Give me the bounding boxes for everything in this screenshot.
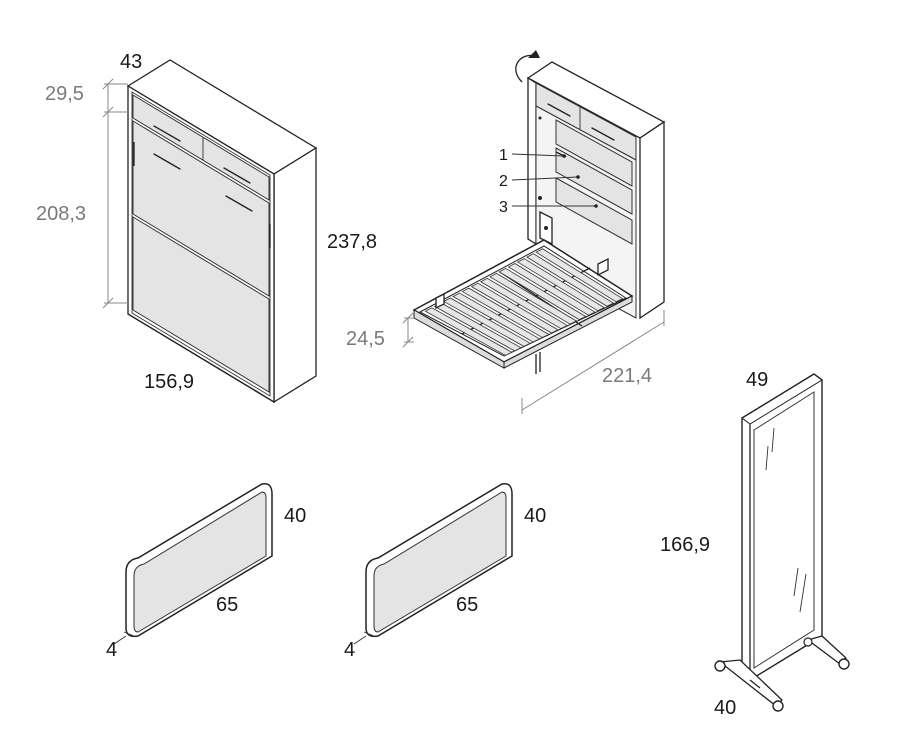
shelf-left-thickness-label: 4 [106, 639, 117, 661]
bed-slat [470, 282, 559, 334]
caster-wheel-icon [772, 700, 784, 712]
bed-slat [443, 297, 532, 347]
open-bed-leg-height-label: 24,5 [346, 328, 385, 350]
open-wall-bed [515, 50, 666, 320]
closed-bed-width-label: 156,9 [144, 371, 194, 393]
shelf-right [353, 482, 513, 645]
callout-1: 1 [499, 147, 508, 164]
bed-slat [516, 258, 605, 312]
closed-bed-total-height-label: 237,8 [327, 231, 377, 253]
mirror-width-label: 49 [746, 369, 768, 391]
bed-slats [424, 248, 624, 356]
rotation-arrow-icon [528, 50, 540, 58]
closed-bed-dimensions [102, 78, 128, 309]
shelf-left-width-label: 65 [216, 594, 238, 616]
mirror-base-width-label: 40 [714, 697, 736, 719]
open-bed-dimensions [402, 310, 665, 414]
shelf-left-height-label: 40 [284, 505, 306, 527]
caster-wheel-icon [803, 637, 813, 647]
mirror-height-label: 166,9 [660, 534, 710, 556]
caster-wheel-icon [714, 660, 726, 672]
callout-3: 3 [499, 199, 508, 216]
open-bed-length-label: 221,4 [602, 365, 652, 387]
open-bed-legs [435, 257, 609, 374]
open-bed-callouts: 1 2 3 [499, 147, 598, 216]
bed-slat [489, 272, 578, 325]
shelf-right-height-label: 40 [524, 505, 546, 527]
bed-slat [535, 248, 624, 303]
closed-bed-depth-label: 43 [120, 51, 142, 73]
callout-2: 2 [499, 173, 508, 190]
closed-wall-bed [126, 59, 318, 404]
bed-slat [507, 263, 596, 316]
shelf-right-thickness-label: 4 [344, 639, 355, 661]
standing-mirror [714, 373, 850, 712]
bed-slat [526, 253, 615, 307]
bed-slat [452, 292, 541, 343]
bed-slat [424, 307, 513, 356]
caster-wheel-icon [838, 658, 850, 670]
closed-bed-top-height-label: 29,5 [45, 83, 84, 105]
bed-slat [461, 287, 550, 338]
bed-slat [498, 267, 587, 321]
closed-bed-front-height-label: 208,3 [36, 203, 86, 225]
bed-slat [479, 277, 569, 330]
shelf-right-width-label: 65 [456, 594, 478, 616]
shelf-left [113, 482, 273, 645]
